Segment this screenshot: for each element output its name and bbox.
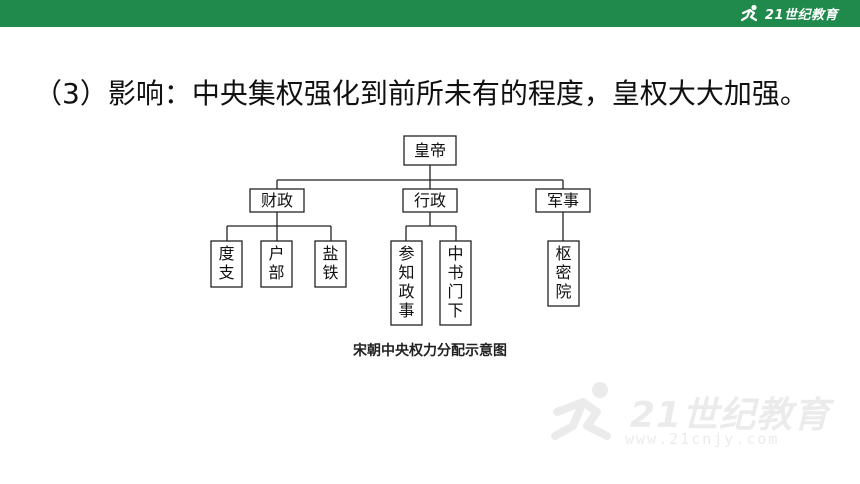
slide-heading: （3）影响：中央集权强化到前所未有的程度，皇权大大加强。 [34,77,808,110]
node-label-char: 知 [398,263,414,282]
node-label-char: 铁 [322,263,338,282]
node-yantie: 盐铁 [314,240,347,288]
top-banner: 21世纪教育 [0,0,860,27]
runner-logo-icon [740,4,758,21]
node-label-char: 书 [447,263,463,282]
node-label-char: 度 [218,244,234,263]
node-label-char: 院 [555,282,571,301]
site-logo: 21世纪教育 [739,2,838,25]
node-finance: 财政 [249,188,305,213]
node-shumiyuan-label: 枢密院 [555,244,571,301]
node-label-char: 密 [555,263,571,282]
node-emperor: 皇帝 [403,135,457,166]
node-hubu-label: 户部 [268,244,284,282]
node-label-char: 参 [398,244,414,263]
node-military: 军事 [535,188,591,213]
node-hubu: 户部 [260,240,293,288]
node-label-char: 中 [447,244,463,263]
node-duzhi: 度支 [210,240,243,288]
node-label-char: 支 [218,263,234,282]
diagram-caption: 宋朝中央权力分配示意图 [353,343,507,359]
node-admin: 行政 [402,188,458,213]
node-label-char: 部 [268,263,284,282]
watermark-runner-icon [551,382,611,440]
watermark-text: 21世纪教育 [630,395,831,436]
node-label-char: 事 [398,301,414,320]
node-finance-label: 财政 [261,191,293,210]
node-label-char: 户 [268,244,284,263]
node-shumiyuan: 枢密院 [547,240,580,307]
node-label-char: 盐 [322,244,338,263]
node-duzhi-label: 度支 [218,244,234,282]
node-label-char: 枢 [555,244,571,263]
node-label-char: 政 [398,282,414,301]
node-label-char: 门 [447,282,463,301]
watermark: 21世纪教育 www.21cnjy.com [545,378,829,458]
watermark-url: www.21cnjy.com [625,430,780,448]
node-yantie-label: 盐铁 [322,244,338,282]
node-military-label: 军事 [547,191,579,210]
node-emperor-label: 皇帝 [414,141,446,160]
node-admin-label: 行政 [414,191,446,210]
node-label-char: 下 [447,301,463,320]
logo-text: 21世纪教育 [764,8,838,23]
